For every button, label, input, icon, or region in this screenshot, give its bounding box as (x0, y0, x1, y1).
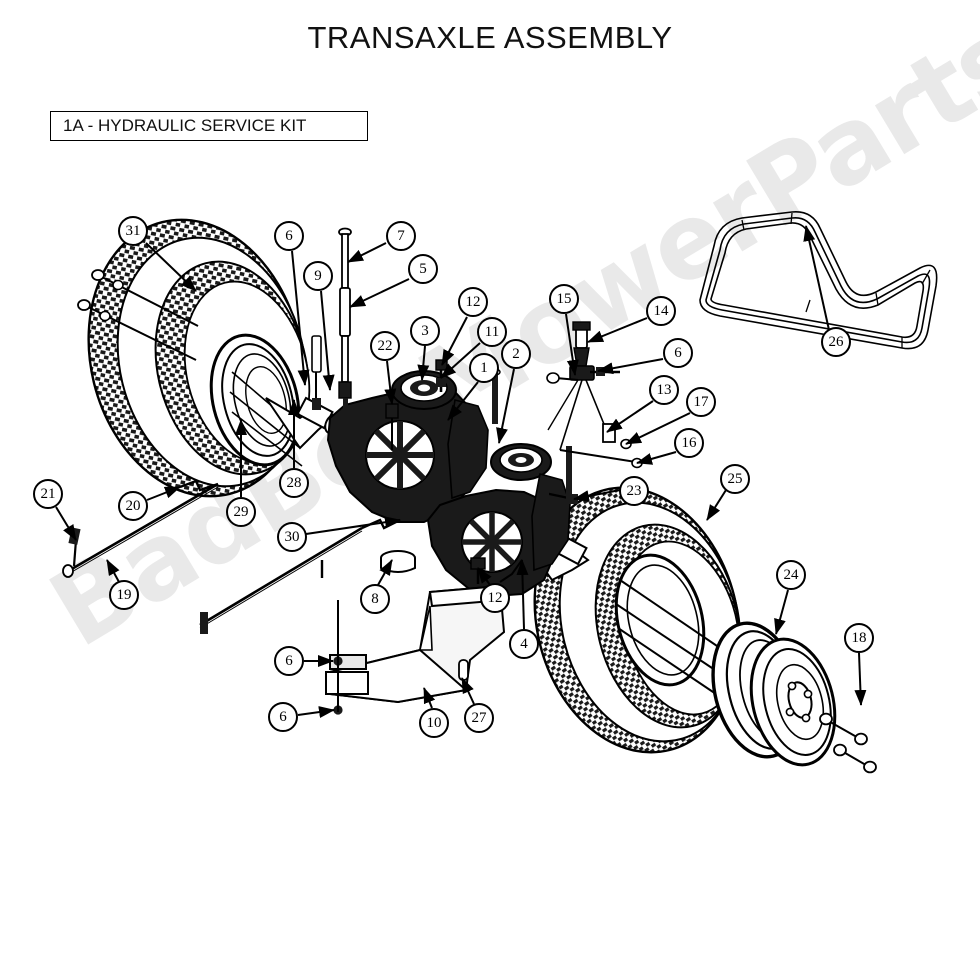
leader-line-22 (384, 360, 397, 405)
leader-line-27 (461, 677, 475, 705)
leader-line-18 (854, 652, 867, 706)
callout-6-hardware-bolt[interactable]: 6 (274, 221, 304, 251)
wheel-rim-assembly (711, 621, 877, 774)
callout-27-fastener[interactable]: 27 (464, 703, 494, 733)
leader-line-17 (625, 412, 691, 445)
callout-21-rod-end[interactable]: 21 (33, 479, 63, 509)
leader-line-4 (516, 559, 529, 630)
drive-belt (699, 211, 938, 350)
callout-20-control-rod[interactable]: 20 (118, 491, 148, 521)
callout-4-hose[interactable]: 4 (509, 629, 539, 659)
dipstick-and-tube (338, 227, 352, 428)
leader-line-14 (587, 317, 648, 343)
callout-10-reservoir-tank[interactable]: 10 (419, 708, 449, 738)
callout-leader-lines (55, 225, 867, 719)
callout-3-cooling-fan[interactable]: 3 (410, 316, 440, 346)
left-wheel-lug-bolts (77, 269, 199, 361)
callout-22-control-rod-link[interactable]: 22 (370, 331, 400, 361)
callout-6-hardware-bolt[interactable]: 6 (663, 338, 693, 368)
leader-line-8 (377, 559, 393, 586)
leader-line-6 (597, 358, 664, 375)
leader-line-7 (347, 242, 387, 263)
fastener-27 (458, 659, 469, 681)
callout-17-bracket-mount[interactable]: 17 (686, 387, 716, 417)
leader-line-21 (55, 506, 77, 541)
leader-line-5 (349, 278, 410, 308)
callout-11-fastener[interactable]: 11 (477, 317, 507, 347)
callout-15-hydraulic-valve[interactable]: 15 (549, 284, 579, 314)
callout-6-hardware-bolt[interactable]: 6 (274, 646, 304, 676)
leader-line-11 (440, 342, 481, 379)
callout-18-lug-nut[interactable]: 18 (844, 623, 874, 653)
callout-14-hose-assembly[interactable]: 14 (646, 296, 676, 326)
callout-9-hose-fitting[interactable]: 9 (303, 261, 333, 291)
leader-line-12 (441, 316, 468, 366)
callout-30-mounting-plate[interactable]: 30 (277, 522, 307, 552)
right-rear-tire-assembly (516, 486, 742, 754)
callout-7-dipstick-rod[interactable]: 7 (386, 221, 416, 251)
leader-line-13 (606, 400, 654, 433)
leader-line-1 (447, 381, 479, 421)
page-title: TRANSAXLE ASSEMBLY (307, 20, 673, 55)
leader-line-31 (145, 242, 197, 292)
leader-line-3 (417, 345, 430, 381)
leader-line-15 (565, 313, 579, 376)
callout-26-drive-belt[interactable]: 26 (821, 327, 851, 357)
control-rod-21 (68, 527, 81, 567)
leader-line-19 (106, 559, 120, 583)
callout-23-spring-rod[interactable]: 23 (619, 476, 649, 506)
leader-line-16 (636, 451, 677, 465)
callout-5-expansion-tube[interactable]: 5 (408, 254, 438, 284)
callout-29-axle-shaft[interactable]: 29 (226, 497, 256, 527)
leader-line-20 (146, 486, 181, 501)
control-rod-20 (62, 479, 219, 578)
callout-12-fastener[interactable]: 12 (480, 583, 510, 613)
hydraulic-line-9 (311, 335, 322, 410)
callout-1-hydro-transaxle-left[interactable]: 1 (469, 353, 499, 383)
kit-label-text: 1A - HYDRAULIC SERVICE KIT (63, 116, 307, 135)
callout-6-hardware-bolt[interactable]: 6 (268, 702, 298, 732)
left-hydro-transaxle (326, 368, 501, 523)
callout-12-fastener[interactable]: 12 (458, 287, 488, 317)
leader-line-30 (305, 516, 401, 535)
leader-line-6 (297, 706, 335, 719)
leader-line-6 (291, 250, 310, 386)
callout-24-wheel-rim[interactable]: 24 (776, 560, 806, 590)
leader-line-2 (496, 368, 515, 444)
callout-16-fastener[interactable]: 16 (674, 428, 704, 458)
lug-nut-hardware (819, 712, 877, 774)
callout-25-right-rear-tire[interactable]: 25 (720, 464, 750, 494)
spring-rod-23 (539, 487, 579, 504)
leader-line-24 (774, 589, 789, 635)
callout-8-filter[interactable]: 8 (360, 584, 390, 614)
hydraulic-service-kit-label-box: 1A - HYDRAULIC SERVICE KIT (50, 111, 368, 141)
leader-line-9 (320, 290, 335, 391)
callout-19-rod-joint[interactable]: 19 (109, 580, 139, 610)
leader-line-26 (803, 225, 830, 331)
leader-line-25 (706, 489, 727, 521)
callout-13-bracket[interactable]: 13 (649, 375, 679, 405)
leader-line-23 (573, 489, 621, 503)
callout-2-hydro-transaxle-right[interactable]: 2 (501, 339, 531, 369)
left-rear-tire-assembly (77, 218, 342, 498)
leader-line-12 (477, 567, 492, 586)
callout-31-left-rear-tire[interactable]: 31 (118, 216, 148, 246)
leader-line-10 (423, 687, 436, 709)
callout-28-hub-bearing[interactable]: 28 (279, 468, 309, 498)
